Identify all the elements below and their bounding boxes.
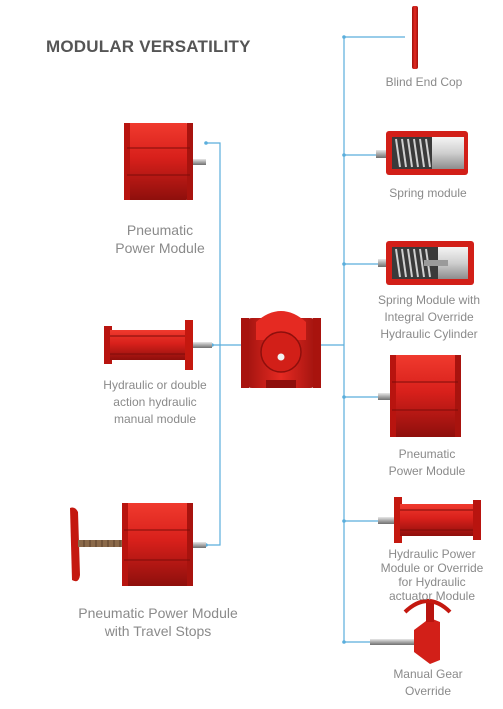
central-housing-image xyxy=(241,311,321,388)
spring-module-image xyxy=(376,131,468,175)
label-pneumatic-power-module-right: Pneumatic Power Module xyxy=(388,447,466,478)
pneumatic-power-module-right-image xyxy=(378,355,461,437)
label-spring-module: Spring module xyxy=(389,186,467,200)
spring-override-module-image xyxy=(378,241,474,285)
pneumatic-power-module-image xyxy=(124,123,206,200)
label-pneumatic-travel-stops-module: Pneumatic Power Module with Travel Stops xyxy=(78,605,238,639)
hydraulic-override-module-image xyxy=(378,497,481,543)
page-title: MODULAR VERSATILITY xyxy=(46,37,251,56)
label-blind-end-cap: Blind End Cop xyxy=(385,75,463,89)
blind-end-cap-image xyxy=(412,6,418,69)
label-hydraulic-power-override-module: Hydraulic Power Module or Override for H… xyxy=(380,547,484,603)
label-manual-gear-override: Manual Gear Override xyxy=(393,667,463,698)
label-hydraulic-double-action-module: Hydraulic or double action hydraulic man… xyxy=(103,378,207,426)
manual-gear-override-image xyxy=(370,599,452,664)
label-pneumatic-power-module: Pneumatic Power Module xyxy=(115,222,205,256)
label-spring-override-module: Spring Module with Integral Override Hyd… xyxy=(377,293,481,341)
travel-stops-module-image xyxy=(70,503,206,586)
connector-lines xyxy=(206,36,405,643)
hydraulic-module-image xyxy=(104,320,212,370)
